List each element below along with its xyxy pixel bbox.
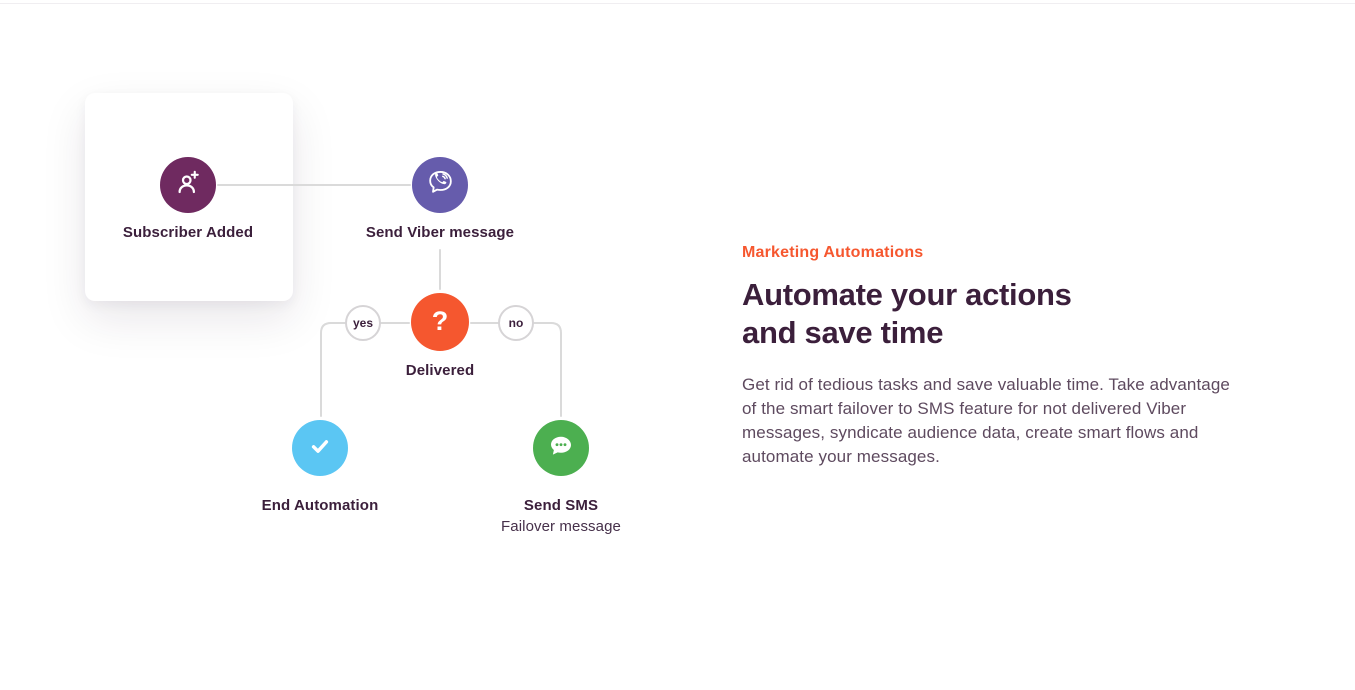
section-heading-line1: Automate your actions	[742, 277, 1072, 312]
flow-node-subscriber-added	[160, 157, 216, 213]
flow-node-send-sms	[533, 420, 589, 476]
flow-node-end-automation	[292, 420, 348, 476]
section-content: Marketing Automations Automate your acti…	[742, 244, 1262, 469]
branch-yes-label: yes	[352, 316, 374, 330]
section-heading-line2: and save time	[742, 315, 944, 350]
person-add-icon	[173, 168, 203, 203]
section-divider	[0, 3, 1355, 4]
flow-label-send-sms: Send SMS	[523, 497, 599, 514]
branch-no-badge: no	[498, 305, 534, 341]
flow-label-subscriber-added: Subscriber Added	[122, 224, 254, 241]
question-mark-icon: ?	[431, 305, 449, 336]
flow-label-delivered: Delivered	[405, 362, 475, 379]
flow-sublabel-failover-message: Failover message	[501, 518, 621, 535]
flow-node-send-viber	[412, 157, 468, 213]
chat-bubble-icon	[546, 431, 576, 466]
viber-icon	[425, 167, 456, 203]
automation-flow-diagram: Subscriber Added Send Viber message ? De…	[122, 157, 621, 644]
flow-label-end-automation: End Automation	[261, 497, 379, 514]
section-eyebrow: Marketing Automations	[742, 244, 924, 261]
branch-yes-badge: yes	[345, 305, 381, 341]
section-paragraph: Get rid of tedious tasks and save valuab…	[742, 375, 1230, 466]
check-icon	[304, 430, 336, 467]
flow-label-send-viber: Send Viber message	[365, 224, 515, 241]
flow-node-delivered-check: ?	[411, 293, 469, 351]
branch-no-label: no	[508, 316, 524, 330]
